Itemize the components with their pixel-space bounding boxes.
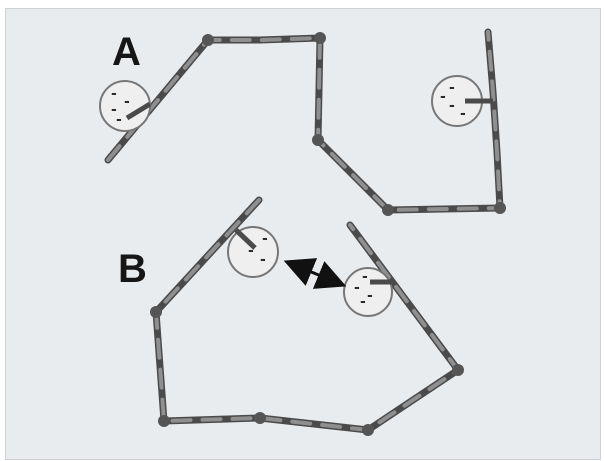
panel-b-label: B [118,247,147,291]
panel-a-left-pocket: - - - - [100,81,150,131]
chain-joint [494,202,506,214]
chain-joint [314,32,326,44]
charge-glyph: - [111,86,117,102]
panel-b-chain [150,200,464,436]
charge-glyph: - [440,89,446,105]
charge-glyph: - [124,94,130,110]
charge-glyph: - [262,231,268,247]
panel-a-label: A [112,30,141,74]
charge-glyph: - [260,252,266,268]
panel-a-right-pocket: - - - - [432,76,493,126]
charge-glyph: - [449,98,455,114]
chain-joint [382,204,394,216]
chain-joint [312,134,324,146]
chain-joint [202,34,214,46]
chain-joint [158,415,170,427]
charge-glyph: - [248,243,254,259]
charge-glyph: - [360,294,366,310]
double-headed-arrow-icon [292,264,338,283]
charge-glyph: - [367,288,373,304]
chain-joint [254,412,266,424]
charge-glyph: - [449,80,455,96]
charge-glyph: - [362,269,368,285]
chain-joint [362,424,374,436]
charge-glyph: - [116,112,122,128]
panel-b-left-pocket: - - - [228,227,278,277]
chain-joint [150,306,162,318]
panel-b-right-pocket: - - - - [344,268,392,316]
chain-joint [452,364,464,376]
charge-glyph: - [460,106,466,122]
